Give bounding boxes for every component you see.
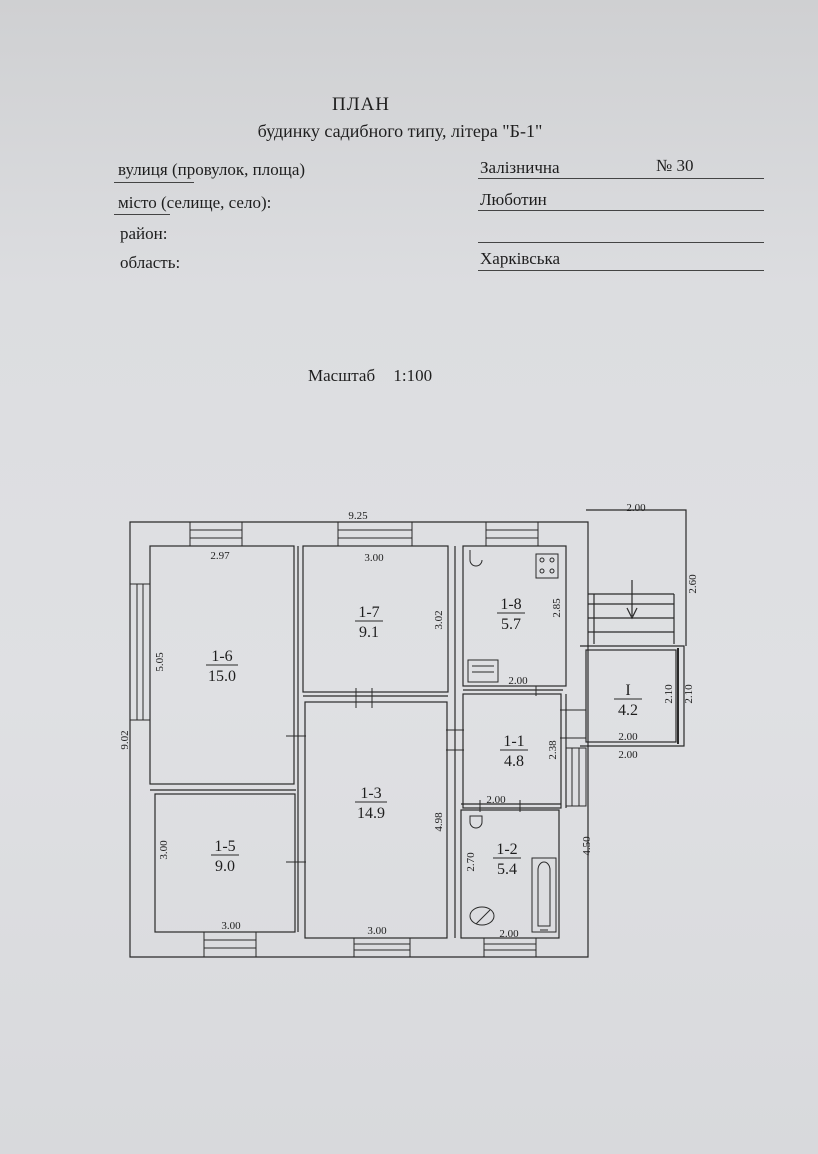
- house-number: № 30: [656, 156, 694, 175]
- room-1-1-outline: [462, 693, 562, 809]
- porch-width-dim: 2.00: [626, 502, 646, 514]
- room-label-1-7: 1-7 9.1: [355, 604, 383, 641]
- room-area: 14.9: [357, 805, 385, 822]
- room-i-depth-outer-dim: 2.10: [683, 684, 695, 704]
- overall-depth-dim: 9.02: [119, 730, 131, 749]
- region-label: область:: [120, 253, 181, 272]
- room-label-1-1: 1-1 4.8: [500, 733, 528, 770]
- room-1-8-width-dim: 2.00: [508, 675, 528, 687]
- room-area: 9.0: [215, 858, 235, 875]
- room-area: 9.1: [359, 624, 379, 641]
- room-id: I: [625, 682, 630, 699]
- kitchen-stove: [535, 553, 559, 579]
- scale-label: Масштаб: [308, 366, 376, 385]
- scale-line: Масштаб 1:100: [308, 366, 432, 386]
- room-area: 15.0: [208, 668, 236, 685]
- room-1-2-depth-dim: 2.70: [465, 852, 477, 872]
- room-1-6-depth-dim: 5.05: [154, 652, 166, 672]
- room-1-3-width-dim: 3.00: [367, 925, 387, 937]
- room-label-1-6: 1-6 15.0: [206, 648, 238, 685]
- street-underline: [478, 178, 764, 179]
- city-label-underline: [114, 214, 170, 215]
- room-label-i: I 4.2: [614, 682, 642, 719]
- room-id: 1-7: [358, 604, 379, 621]
- room-label-1-2: 1-2 5.4: [493, 841, 521, 878]
- porch-depth-dim: 2.60: [687, 574, 699, 594]
- document-title: ПЛАН: [331, 94, 391, 115]
- region-underline: [478, 270, 764, 271]
- street-value: Залізнична: [480, 158, 560, 177]
- scale-value: 1:100: [393, 366, 433, 385]
- district-label: район:: [120, 224, 168, 243]
- room-i-depth-dim: 2.10: [663, 684, 675, 704]
- porch-outline: [586, 509, 687, 646]
- room-i-outline: [585, 649, 677, 743]
- room-1-2-width-dim: 2.00: [499, 928, 519, 940]
- room-id: 1-1: [503, 733, 524, 750]
- room-id: 1-3: [360, 785, 381, 802]
- room-area: 4.8: [504, 753, 524, 770]
- room-1-8-depth-dim: 2.85: [551, 598, 563, 618]
- bathroom-sink: [469, 815, 483, 829]
- room-i-width-outer-dim: 2.00: [618, 749, 638, 761]
- city-value: Люботин: [480, 190, 547, 209]
- room-label-1-5: 1-5 9.0: [211, 838, 239, 875]
- room-label-1-8: 1-8 5.7: [497, 596, 525, 633]
- room-1-3-depth-dim: 4.98: [433, 812, 445, 832]
- kitchen-appliance: [467, 659, 499, 683]
- city-underline: [478, 210, 764, 211]
- door-marks: [286, 686, 586, 863]
- room-id: 1-2: [496, 841, 517, 858]
- city-label: місто (селище, село):: [118, 193, 272, 212]
- street-label: вулиця (провулок, площа): [118, 160, 306, 179]
- room-1-1-depth-dim: 2.38: [547, 740, 559, 760]
- overall-width-dim: 9.25: [348, 510, 368, 522]
- toilet: [469, 906, 495, 926]
- room-id: 1-8: [500, 596, 521, 613]
- porch-stairs: [588, 580, 675, 644]
- room-id: 1-6: [211, 648, 232, 665]
- room-1-1-width-dim: 2.00: [486, 794, 506, 806]
- room-1-6-width-dim: 2.97: [210, 550, 230, 562]
- room-area: 5.7: [501, 616, 521, 633]
- room-1-7-width-dim: 3.00: [364, 552, 384, 564]
- room-label-1-3: 1-3 14.9: [355, 785, 387, 822]
- street-label-underline: [114, 182, 194, 183]
- region-value: Харківська: [480, 249, 561, 268]
- bathtub: [531, 857, 557, 933]
- outer-wall: [129, 521, 589, 958]
- kitchen-sink: [469, 550, 483, 567]
- room-i-width-dim: 2.00: [618, 731, 638, 743]
- document-subtitle: будинку садибного типу, літера "Б-1": [257, 121, 543, 141]
- room-1-5-width-dim: 3.00: [221, 920, 241, 932]
- room-1-7-depth-dim: 3.02: [433, 610, 445, 629]
- side-depth-dim: 4.50: [581, 836, 593, 856]
- room-id: 1-5: [214, 838, 235, 855]
- room-area: 4.2: [618, 702, 638, 719]
- room-area: 5.4: [497, 861, 517, 878]
- room-1-5-depth-dim: 3.00: [158, 840, 170, 860]
- porch-vestibule-outline: [580, 645, 685, 747]
- district-underline: [478, 242, 764, 243]
- windows: [129, 521, 587, 958]
